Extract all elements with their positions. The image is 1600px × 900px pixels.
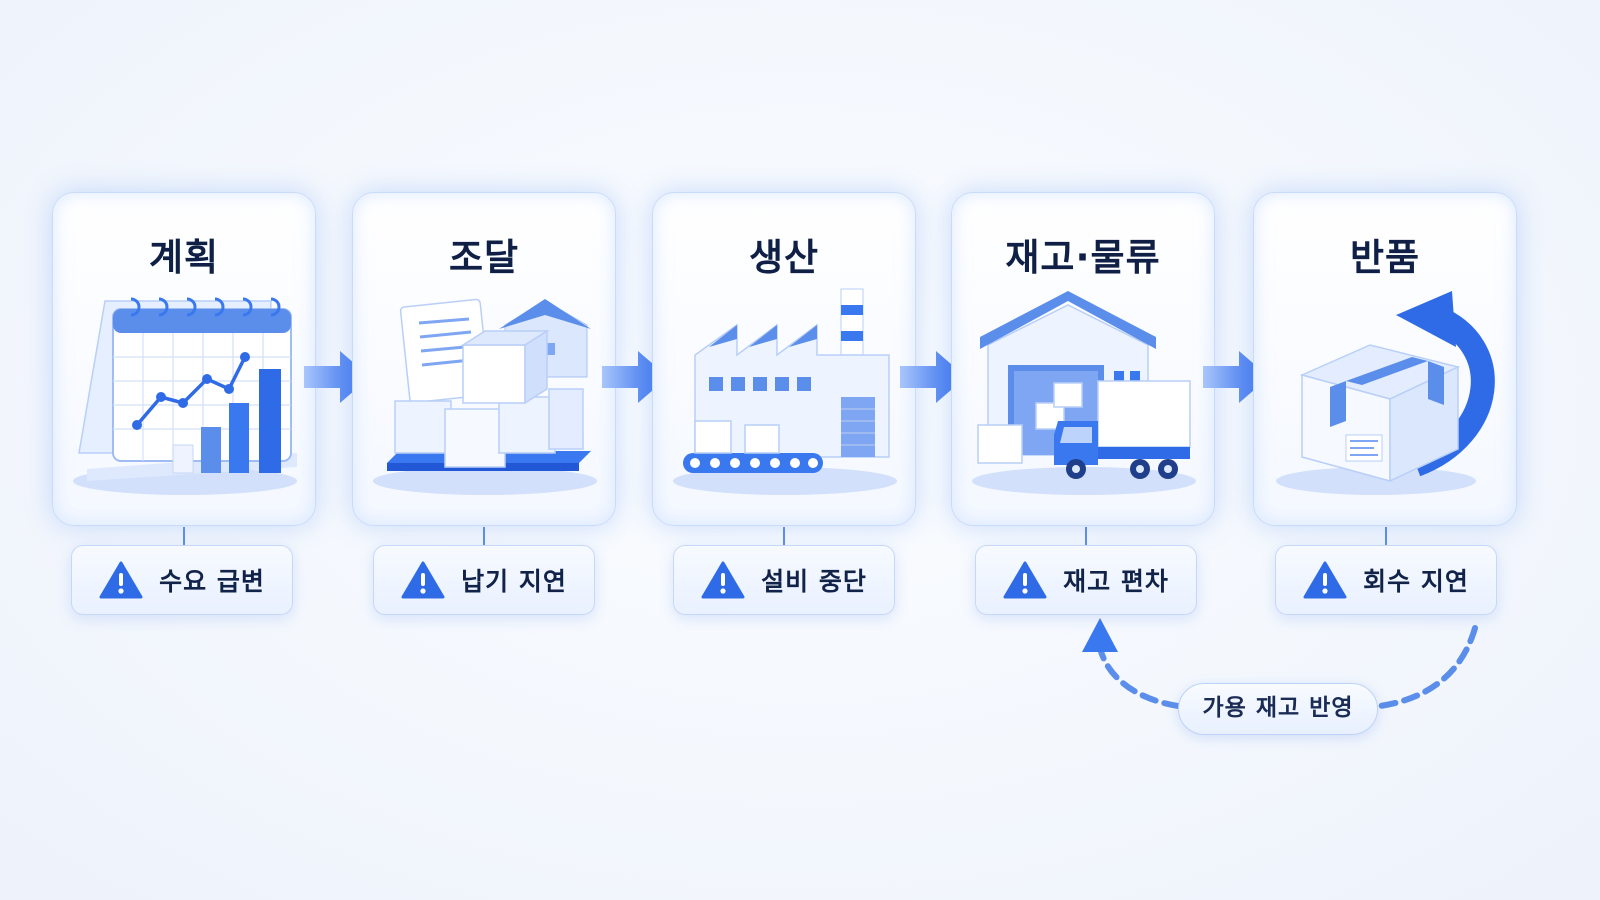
warehouse-truck-icon (972, 291, 1196, 495)
issue-label: 회수 지연 (1363, 567, 1469, 596)
stage-card-inventory-logistics: 재고·물류 (951, 192, 1215, 526)
stage-title: 계획 (148, 236, 220, 279)
stage-title: 반품 (1349, 236, 1421, 279)
flow-arrow-icon (1203, 351, 1269, 403)
connector-line (183, 527, 185, 545)
issue-label: 설비 중단 (761, 567, 867, 596)
issue-badge-procurement: 납기 지연 (373, 545, 595, 615)
stage-card-procurement: 조달 (352, 192, 616, 526)
factory-icon (673, 288, 897, 495)
arrow-head-icon (1082, 618, 1118, 652)
boxes-pallet-icon (373, 298, 597, 495)
warning-icon (1003, 561, 1047, 599)
stage-title: 재고·물류 (1005, 236, 1161, 279)
stage-card-planning: 계획 (52, 192, 316, 526)
connector-line (483, 527, 485, 545)
issue-badge-planning: 수요 급변 (71, 545, 293, 615)
stage-title: 생산 (748, 236, 820, 279)
feedback-label: 가용 재고 반영 (1178, 683, 1378, 735)
stage-card-production: 생산 (652, 192, 916, 526)
flow-arrow-icon (602, 351, 668, 403)
connector-line (1085, 527, 1087, 545)
issue-label: 수요 급변 (159, 567, 265, 596)
issue-label: 재고 편차 (1063, 567, 1169, 596)
issue-badge-inventory: 재고 편차 (975, 545, 1197, 615)
issue-badge-returns: 회수 지연 (1275, 545, 1497, 615)
calendar-chart-icon (73, 297, 297, 495)
flow-arrow-icon (900, 351, 966, 403)
stage-title: 조달 (448, 236, 520, 279)
issue-badge-production: 설비 중단 (673, 545, 895, 615)
warning-icon (1303, 561, 1347, 599)
issue-label: 납기 지연 (461, 567, 567, 596)
connector-line (783, 527, 785, 545)
warning-icon (99, 561, 143, 599)
warning-icon (701, 561, 745, 599)
return-box-icon (1276, 291, 1495, 495)
connector-line (1385, 527, 1387, 545)
stage-card-returns: 반품 (1253, 192, 1517, 526)
warning-icon (401, 561, 445, 599)
